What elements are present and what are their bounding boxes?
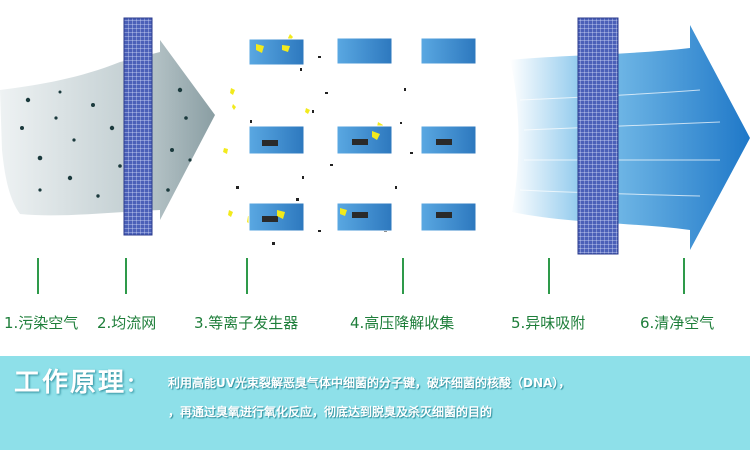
principle-text-line-2: ，再通过臭氧进行氧化反应，彻底达到脱臭及杀灭细菌的目的 [168, 405, 493, 419]
stage-label-polluted-air: 1.污染空气 [4, 314, 79, 332]
polluted-air-arrow-icon [0, 40, 215, 220]
mesh-filter-icon [123, 17, 153, 236]
stage-label-odor-absorption: 5.异味吸附 [511, 314, 586, 332]
principle-text-line-1: 利用高能UV光束裂解恶臭气体中细菌的分子键，破坏细菌的核酸（DNA）， [168, 376, 571, 390]
clean-air-arrow-icon [510, 25, 750, 250]
process-diagram [0, 17, 750, 294]
principle-title-colon: ： [126, 372, 149, 396]
principle-panel: 工作原理： 利用高能UV光束裂解恶臭气体中细菌的分子键，破坏细菌的核酸（DNA）… [0, 356, 750, 450]
principle-title-text: 工作原理 [14, 368, 127, 398]
stage-label-flow-mesh: 2.均流网 [97, 314, 157, 332]
stage-label-clean-air: 6.清净空气 [640, 314, 715, 332]
odor-absorption-mesh-icon [577, 17, 619, 255]
principle-title: 工作原理： [14, 362, 148, 399]
stage-label-high-voltage-collection: 4.高压降解收集 [350, 314, 455, 332]
stage-label-plasma-generator: 3.等离子发生器 [194, 314, 299, 332]
collector-plate-icon [248, 37, 477, 232]
stage-markers [37, 258, 685, 294]
